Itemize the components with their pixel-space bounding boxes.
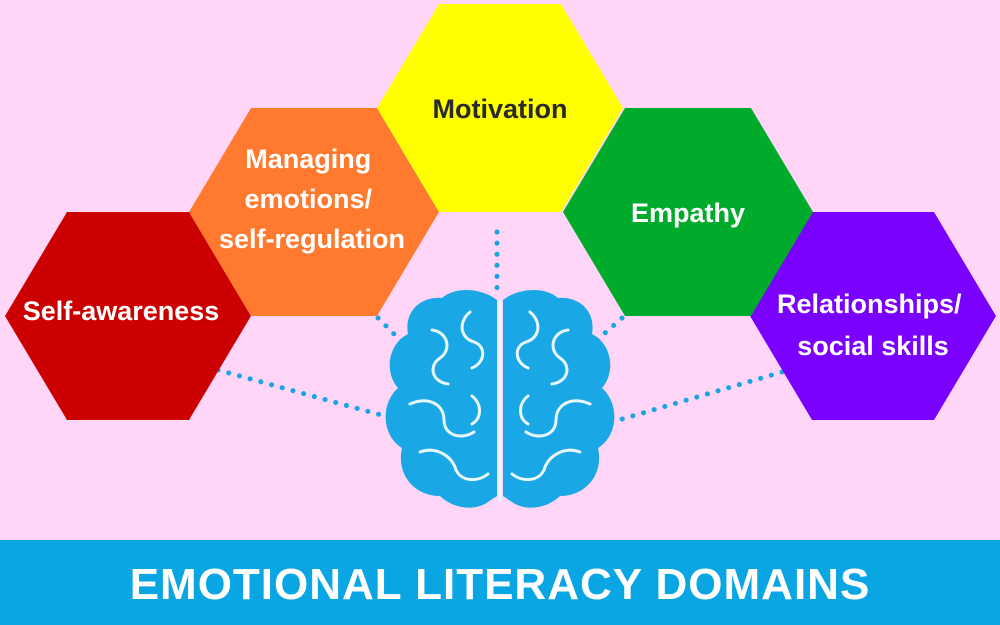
hex-shape-managing-emotions: [189, 108, 439, 316]
title-banner: EMOTIONAL LITERACY DOMAINS: [0, 540, 1000, 625]
hex-motivation: Motivation: [377, 4, 623, 212]
hex-shape-self-awareness: [5, 212, 251, 420]
hex-label-relationships: Relationships/ social skills: [777, 289, 969, 361]
connector-relationships: [609, 369, 785, 425]
hex-managing-emotions: Managing emotions/ self-regulation: [189, 108, 439, 316]
connector-empathy: [585, 315, 625, 351]
hex-self-awareness: Self-awareness: [5, 212, 251, 420]
hex-empathy: Empathy: [563, 108, 813, 316]
hex-label-motivation: Motivation: [433, 94, 568, 124]
hex-shape-motivation: [377, 4, 623, 212]
banner-title: EMOTIONAL LITERACY DOMAINS: [130, 560, 871, 609]
brain-folds: [408, 300, 592, 502]
connector-self-awareness: [215, 367, 395, 421]
brain-left-hemisphere: [385, 289, 497, 508]
brain-icon: [385, 289, 615, 508]
connector-managing-emotions: [375, 315, 415, 355]
hex-label-self-awareness: Self-awareness: [23, 296, 220, 326]
banner-background: [0, 540, 1000, 625]
hex-shape-relationships: [750, 212, 996, 420]
hex-label-managing-emotions: Managing emotions/ self-regulation: [219, 144, 405, 254]
hex-shape-empathy: [563, 108, 813, 316]
hex-label-empathy: Empathy: [631, 198, 745, 228]
connector-lines: [215, 229, 785, 425]
brain-right-hemisphere: [503, 289, 615, 508]
hex-relationships: Relationships/ social skills: [750, 212, 996, 420]
